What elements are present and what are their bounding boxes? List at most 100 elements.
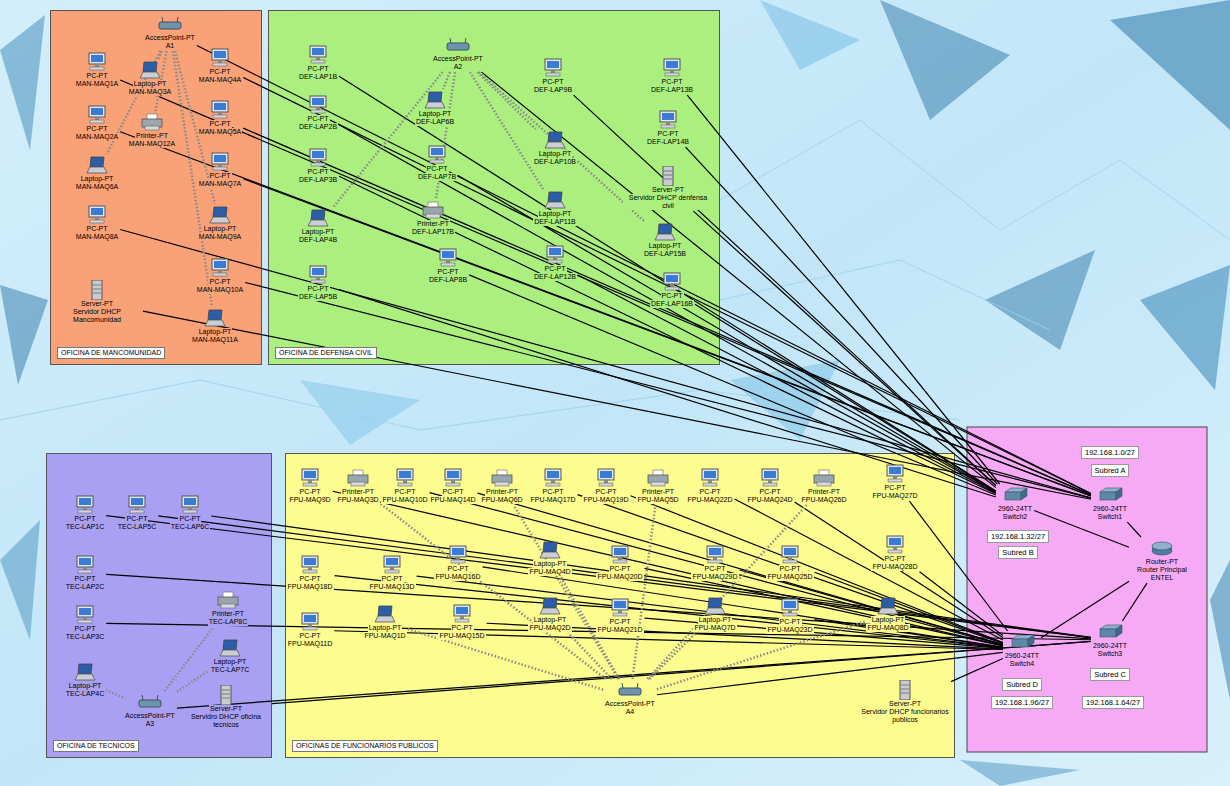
zone-title-holder: OFICINAS DE FUNCIONARIOS PUBLICOS [292,734,438,752]
pc-device: PC-PTFPU-MAQ11D [287,612,334,648]
laptop-icon [140,62,160,78]
pc-icon-part [399,471,411,478]
device-name: MAN-MAQ4A [198,76,242,84]
pc-icon [89,106,105,123]
pc-icon-part [660,111,676,122]
device-name: DEF-LAP1B [298,73,338,81]
device-icon [697,468,723,488]
pc-icon [664,273,680,290]
wireless-link [479,72,644,221]
device-model: PC-PT [307,168,330,176]
laptop-icon-part [223,640,237,650]
device-name: FPU-MAQ6D [480,496,523,504]
pc-icon-part [311,280,325,283]
pc-icon-part [212,259,228,270]
laptop-icon-part [375,616,395,622]
device-icon [177,495,203,515]
pc-icon-part [762,469,778,480]
device-name: DEF-LAP17B [411,228,455,236]
laptop-icon-part [205,320,225,326]
pc-icon-part [95,117,99,120]
device-model: Laptop-PT [533,560,568,568]
laptop-device: Laptop-PTDEF-LAP4B [298,208,338,244]
laptop-icon-part [658,224,672,234]
device-model: Printer-PT [807,488,841,496]
device-icon [655,110,681,130]
device-name: MAN-MAQ1A [75,80,119,88]
laptop-icon-part [543,542,557,552]
device-name: FPU-MAQ29D [691,573,738,581]
device-model: PC-PT [779,565,802,573]
laptop-device: Laptop-PTDEF-LAP10B [533,130,577,166]
device-name: DEF-LAP9B [533,86,573,94]
router-icon-part [1152,542,1172,550]
device-model: Server-PT [209,705,243,713]
pc-icon-part [302,613,318,624]
device-model: PC-PT [381,575,404,583]
pc-device: PC-PTDEF-LAP2B [298,95,338,131]
cable-link [693,211,995,486]
pc-icon-part [703,483,717,486]
pc-icon-part [460,616,464,619]
cable-link [417,576,1003,648]
printer-icon [814,470,834,486]
switch-device: 2960-24TTSwitch1 [1092,485,1128,521]
cable-link [339,176,996,494]
device-model: Laptop-PT [198,328,233,336]
ap-icon [159,17,181,29]
device-icon [297,612,323,632]
background-triangle [760,0,860,70]
pc-device: PC-PTFPU-MAQ22D [686,468,733,504]
ap-device: AccessPoint-PTA2 [432,35,484,71]
pc-icon-part [214,103,226,110]
device-icon [542,130,568,150]
pc-icon-part [311,163,325,166]
laptop-device: Laptop-PTTEC-LAP4C [65,662,106,698]
pc-icon [182,496,198,513]
pc-icon-part [604,480,608,483]
device-model: PC-PT [661,292,684,300]
pc-icon [440,249,456,266]
cable-link [245,282,1091,498]
device-name: DEF-LAP5B [298,293,338,301]
pc-icon-part [441,263,455,266]
cable-link [815,620,1003,648]
cable-link [1041,581,1129,637]
device-icon [72,555,98,575]
pc-icon [384,556,400,573]
pc-icon [89,206,105,223]
pc-icon-part [782,599,798,610]
pc-icon-part [545,469,561,480]
office-zone: PC-PTTEC-LAP1CPC-PTTEC-LAP5CPC-PTTEC-LAP… [46,453,272,758]
laptop-icon [87,157,107,173]
device-name: FPU-MAQ21D [596,626,643,634]
pc-icon-part [618,610,622,613]
pc-icon [302,556,318,573]
device-name: Switch2 [1002,513,1029,521]
device-model: PC-PT [307,115,330,123]
router-device: Router-PTRouter Principal ENTEL [1130,538,1194,582]
pc-icon [782,599,798,616]
pc-icon-part [303,483,317,486]
pc-icon-part [218,60,222,63]
pc-device: PC-PTTEC-LAP3C [65,605,106,641]
device-icon [1009,632,1035,652]
server-device: Server-PTServidor DHCP denfensa civil [623,166,713,210]
background-triangle [1110,0,1230,130]
zone-title-holder: OFICINA DE DEFENSA CIVIL [275,341,377,359]
pc-icon-part [83,567,87,570]
laptop-icon-part [311,210,325,220]
pc-icon-part [664,59,680,70]
printer-icon [648,470,668,486]
wireless-link [333,72,442,207]
device-model: PC-PT [595,488,618,496]
printer-device: Printer-PTFPU-MAQ26D [800,468,847,504]
laptop-icon-part [308,220,328,226]
printer-icon [142,114,162,130]
device-icon [449,604,475,624]
pc-icon-part [713,557,717,560]
device-icon [84,155,110,175]
pc-icon-part [666,122,670,125]
device-icon [379,555,405,575]
device-model: PC-PT [447,565,470,573]
